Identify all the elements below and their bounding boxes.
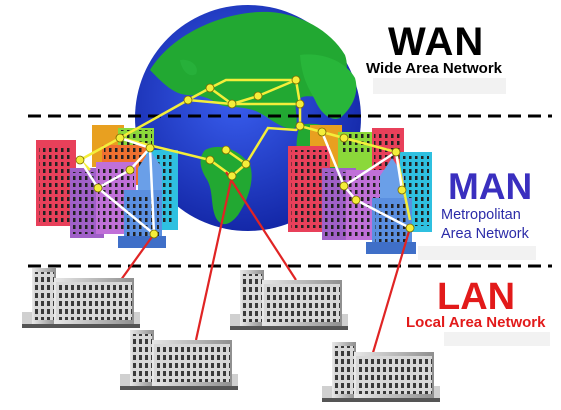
wan-subtitle-highlight bbox=[373, 78, 506, 94]
man-links bbox=[78, 131, 411, 237]
man-title: MAN bbox=[448, 166, 533, 207]
office-building-icon bbox=[230, 270, 348, 330]
lan-subtitle-highlight bbox=[444, 332, 550, 346]
network-node-icon bbox=[75, 75, 415, 239]
wan-subtitle: Wide Area Network bbox=[366, 60, 503, 77]
wan-title: WAN bbox=[388, 20, 485, 64]
lan-subtitle: Local Area Network bbox=[406, 314, 546, 331]
man-subtitle-highlight bbox=[418, 246, 536, 260]
man-subtitle-line2: Area Network bbox=[441, 226, 529, 242]
man-subtitle-line1: Metropolitan bbox=[441, 207, 521, 223]
office-building-icon bbox=[120, 330, 238, 390]
city-cluster-icon bbox=[36, 125, 178, 248]
lan-title: LAN bbox=[437, 276, 516, 318]
lan-links bbox=[117, 171, 412, 357]
city-cluster-icon bbox=[288, 125, 432, 254]
globe-icon bbox=[135, 5, 361, 231]
office-building-icon bbox=[22, 268, 140, 328]
office-building-icon bbox=[322, 342, 440, 402]
